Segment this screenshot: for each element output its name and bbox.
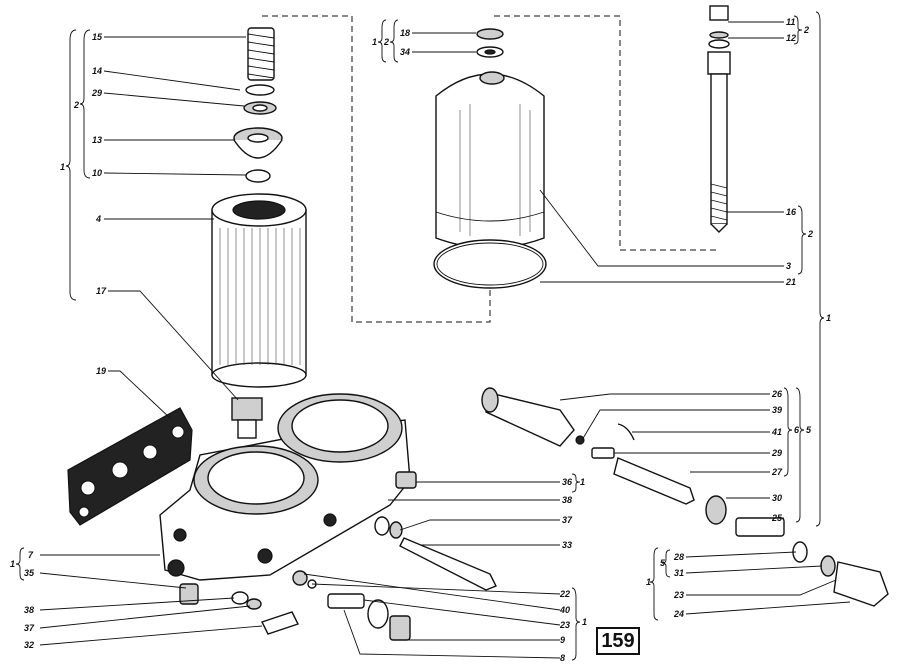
callout-14: 14 — [92, 66, 102, 76]
washer-34 — [476, 46, 504, 58]
callout-33: 33 — [562, 540, 572, 550]
callout-30: 30 — [772, 493, 782, 503]
callout-3: 3 — [786, 261, 791, 271]
callout-38-left: 38 — [24, 605, 34, 615]
group-1-base: 1 — [10, 559, 15, 569]
callout-4: 4 — [95, 214, 101, 224]
callout-39: 39 — [772, 405, 782, 415]
group-1-valve: 1 — [582, 617, 587, 627]
group-1-right: 1 — [826, 313, 831, 323]
washer-18 — [476, 28, 504, 40]
bolt-33 — [399, 537, 497, 591]
ball-22 — [292, 570, 317, 589]
group-1-canister: 1 — [372, 37, 377, 47]
washer-40 — [367, 599, 389, 629]
cap-nut-24 — [833, 561, 889, 607]
washer-38-left — [231, 591, 249, 605]
callout-29-right: 29 — [771, 448, 782, 458]
washer-31 — [820, 555, 836, 577]
ring-10 — [245, 169, 271, 183]
valve-body-26 — [481, 387, 575, 447]
callout-37-left: 37 — [24, 623, 35, 633]
group-1-plug: 1 — [580, 477, 585, 487]
spring-15 — [247, 27, 275, 81]
callout-15: 15 — [92, 32, 103, 42]
filter-element-4 — [211, 193, 307, 388]
callout-27: 27 — [771, 467, 783, 477]
washer-37-left — [246, 598, 262, 610]
washer-29-left — [243, 101, 277, 115]
gasket-19 — [67, 407, 193, 526]
group-2-canister: 2 — [383, 37, 389, 47]
callout-35: 35 — [24, 568, 35, 578]
callout-13: 13 — [92, 135, 102, 145]
group-2-left: 2 — [73, 100, 79, 110]
callout-12: 12 — [786, 33, 796, 43]
callout-18: 18 — [400, 28, 410, 38]
washer-37-right — [389, 521, 403, 539]
callout-22: 22 — [559, 589, 570, 599]
group-2-bolt: 2 — [803, 25, 809, 35]
callout-28: 28 — [673, 552, 684, 562]
callout-41: 41 — [771, 427, 782, 437]
callout-11: 11 — [786, 17, 795, 27]
braces — [15, 11, 825, 661]
callout-23-left: 23 — [559, 620, 570, 630]
plug-9 — [389, 615, 411, 641]
callout-25: 25 — [771, 513, 783, 523]
piston-27 — [613, 457, 695, 505]
callout-23-right: 23 — [673, 590, 684, 600]
seal-ring-21 — [433, 239, 547, 289]
page-number-box: 159 — [596, 627, 640, 655]
group-5-cap: 5 — [660, 558, 666, 568]
filter-base-housing-7 — [159, 393, 411, 581]
callout-38-right: 38 — [562, 495, 572, 505]
callout-32: 32 — [24, 640, 34, 650]
callout-17: 17 — [96, 286, 107, 296]
callout-24: 24 — [673, 609, 684, 619]
group-6: 6 — [794, 425, 800, 435]
callout-36: 36 — [562, 477, 573, 487]
banjo-bolt-17 — [231, 397, 263, 439]
group-5: 5 — [806, 425, 812, 435]
callout-10: 10 — [92, 168, 102, 178]
callout-37-right: 37 — [562, 515, 573, 525]
callout-16: 16 — [786, 207, 797, 217]
callout-40: 40 — [559, 605, 570, 615]
spring-25 — [735, 517, 785, 537]
callout-31: 31 — [674, 568, 684, 578]
callout-29-left: 29 — [91, 88, 102, 98]
plug-36 — [395, 471, 417, 489]
group-2-housing: 2 — [807, 229, 813, 239]
plug-35 — [179, 583, 199, 605]
filter-housing-3 — [435, 71, 545, 249]
ring-30 — [705, 495, 727, 525]
group-1-cap: 1 — [646, 577, 651, 587]
callout-19: 19 — [96, 366, 106, 376]
leader-lines — [39, 21, 851, 659]
bolt-assembly — [707, 5, 731, 233]
valve-cone-13 — [233, 127, 283, 159]
bolt-32 — [261, 611, 299, 635]
callout-34: 34 — [400, 47, 410, 57]
washer-14 — [245, 84, 275, 96]
callout-7: 7 — [28, 550, 34, 560]
spring-23-left — [327, 593, 365, 609]
callout-labels: 15 14 29 13 10 4 2 1 17 19 18 34 2 1 11 … — [10, 17, 831, 663]
callout-8: 8 — [560, 653, 565, 663]
cotter-41 — [617, 423, 635, 441]
washer-38-right — [374, 516, 390, 536]
pin-39 — [575, 435, 585, 445]
callout-26: 26 — [771, 389, 783, 399]
callout-9: 9 — [560, 635, 565, 645]
group-1-left: 1 — [60, 162, 65, 172]
callout-21: 21 — [785, 277, 796, 287]
spring-29-right — [591, 447, 615, 459]
